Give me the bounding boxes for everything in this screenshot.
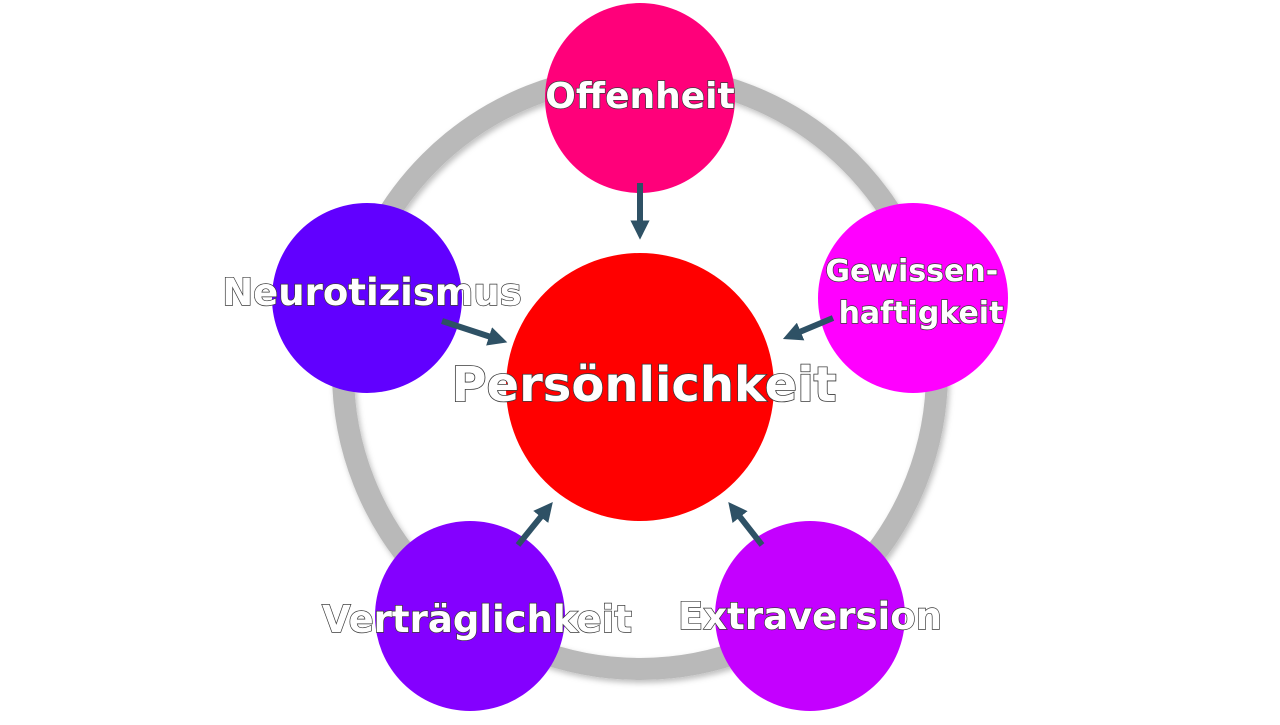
trait-circle-neurotizismus [272,203,462,393]
trait-circle-gewissenhaftigkeit [818,203,1008,393]
arrows-group [441,183,835,547]
label-neurotizismus: Neurotizismus [222,271,522,314]
arrow-extraversion [728,501,765,547]
center-circle [506,253,774,521]
arrow-vertraeglichkeit [515,502,553,547]
trait-circle-offenheit [545,3,735,193]
trait-circle-vertraeglichkeit [375,521,565,711]
label-extraversion: Extraversion [678,595,942,638]
label-vertraeglichkeit: Verträglichkeit [322,598,632,641]
arrow-gewissenhaftigkeit [782,315,835,341]
arrow-neurotizismus [441,318,508,346]
label-gewissenhaftigkeit: Gewissen- haftigkeit [825,254,1008,331]
label-center: Persönlichkeit [451,357,836,413]
label-offenheit: Offenheit [545,76,734,117]
trait-circle-extraversion [715,521,905,711]
